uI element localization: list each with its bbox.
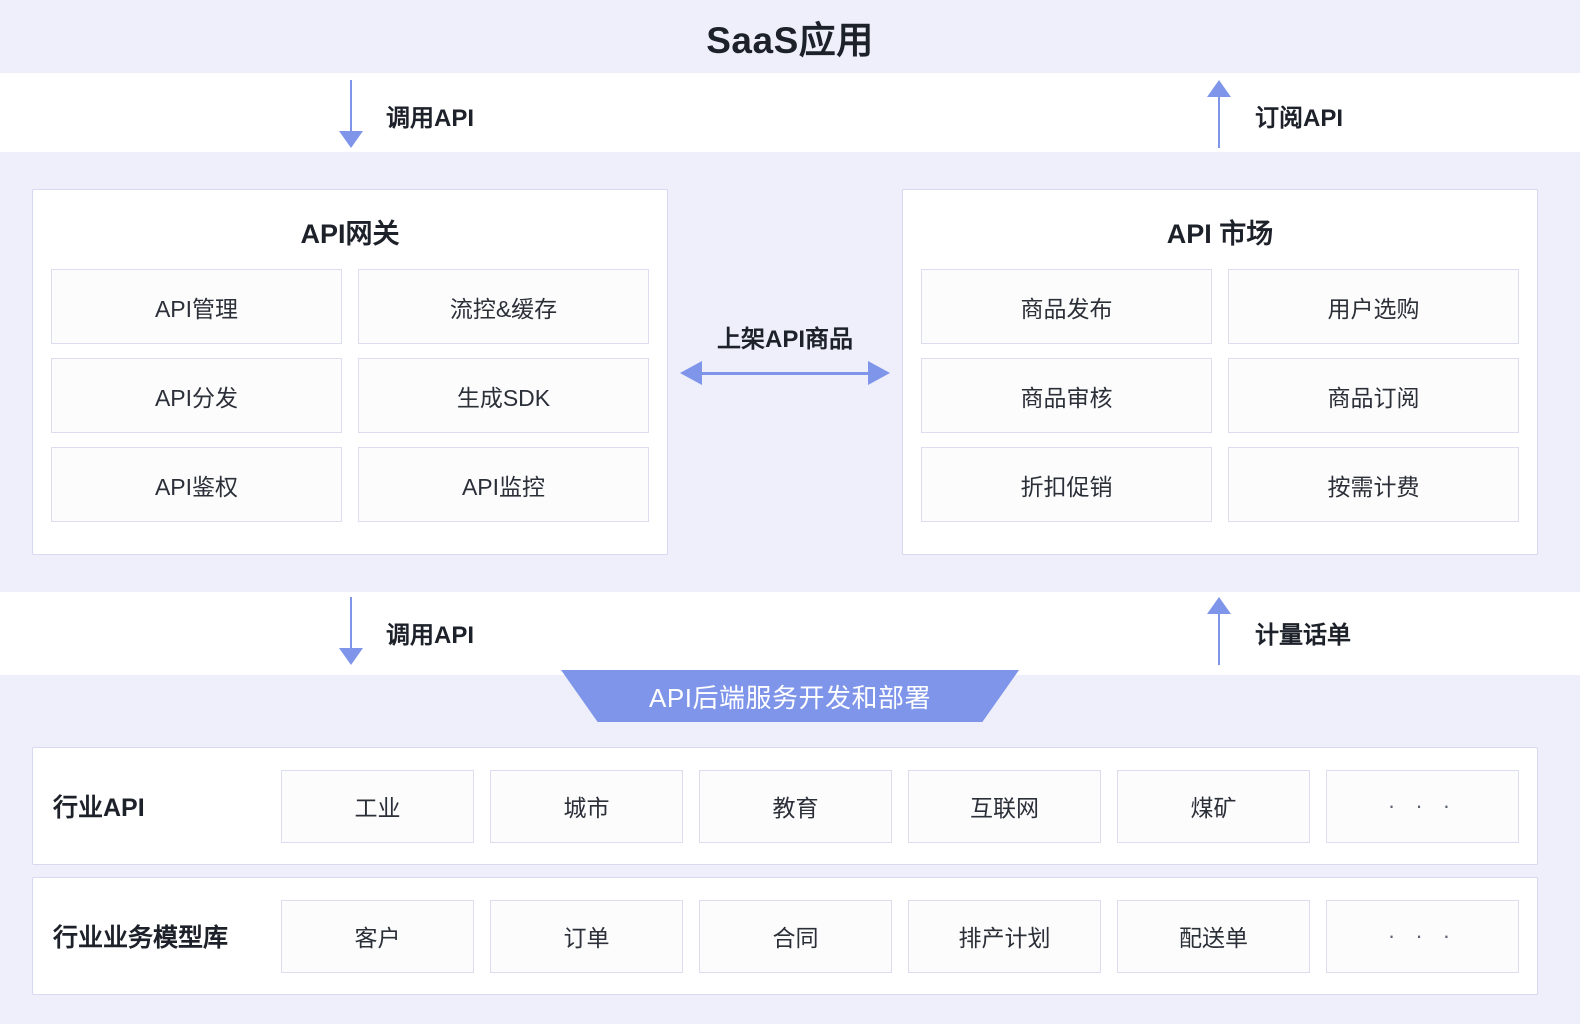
business-model-cells: 客户 订单 合同 排产计划 配送单 · · · bbox=[281, 899, 1537, 973]
market-cell[interactable]: 用户选购 bbox=[1228, 269, 1519, 344]
business-model-more-cell[interactable]: · · · bbox=[1326, 899, 1519, 973]
industry-api-row: 行业API 工业 城市 教育 互联网 煤矿 · · · bbox=[32, 747, 1538, 865]
publish-api-goods-label: 上架API商品 bbox=[716, 326, 853, 353]
business-model-cell[interactable]: 订单 bbox=[490, 899, 683, 973]
arrow-shaft bbox=[1218, 613, 1220, 665]
subscribe-api-label: 订阅API bbox=[1255, 105, 1344, 132]
gateway-cell[interactable]: API分发 bbox=[51, 358, 342, 433]
industry-api-cell[interactable]: 工业 bbox=[281, 769, 474, 843]
call-api-top-label: 调用API bbox=[386, 105, 475, 132]
arrow-shaft bbox=[696, 372, 874, 375]
market-cell[interactable]: 商品发布 bbox=[921, 269, 1212, 344]
gateway-cell[interactable]: API管理 bbox=[51, 269, 342, 344]
industry-api-cell[interactable]: 互联网 bbox=[908, 769, 1101, 843]
arrow-head bbox=[1207, 80, 1231, 97]
industry-api-more-cell[interactable]: · · · bbox=[1326, 769, 1519, 843]
arrow-head bbox=[1207, 597, 1231, 614]
business-model-cell[interactable]: 配送单 bbox=[1117, 899, 1310, 973]
billing-record-up-arrow-icon bbox=[1207, 597, 1231, 665]
arrow-head-left bbox=[680, 361, 702, 385]
industry-api-row-label: 行业API bbox=[53, 794, 145, 822]
business-model-row-label: 行业业务模型库 bbox=[53, 924, 229, 952]
gateway-cell[interactable]: API监控 bbox=[358, 447, 649, 522]
arrow-shaft bbox=[350, 80, 352, 132]
gateway-cell[interactable]: 生成SDK bbox=[358, 358, 649, 433]
market-cell[interactable]: 商品订阅 bbox=[1228, 358, 1519, 433]
gateway-cell[interactable]: API鉴权 bbox=[51, 447, 342, 522]
industry-api-cells: 工业 城市 教育 互联网 煤矿 · · · bbox=[281, 769, 1537, 843]
arrow-head bbox=[339, 131, 363, 148]
publish-api-goods-bidirectional-arrow-icon bbox=[680, 361, 890, 385]
billing-record-label: 计量话单 bbox=[1255, 622, 1351, 649]
arrow-head-right bbox=[868, 361, 890, 385]
api-gateway-card: API网关 API管理 流控&缓存 API分发 生成SDK API鉴权 API监… bbox=[32, 189, 668, 555]
market-cell[interactable]: 按需计费 bbox=[1228, 447, 1519, 522]
business-model-cell[interactable]: 客户 bbox=[281, 899, 474, 973]
arrow-shaft bbox=[1218, 96, 1220, 148]
industry-api-cell[interactable]: 城市 bbox=[490, 769, 683, 843]
api-gateway-cell-grid: API管理 流控&缓存 API分发 生成SDK API鉴权 API监控 bbox=[51, 269, 649, 522]
market-cell[interactable]: 折扣促销 bbox=[921, 447, 1212, 522]
arrow-head bbox=[339, 648, 363, 665]
call-api-down-arrow-icon bbox=[339, 597, 363, 665]
gateway-cell[interactable]: 流控&缓存 bbox=[358, 269, 649, 344]
backend-service-banner: API后端服务开发和部署 bbox=[561, 670, 1019, 722]
arrow-shaft bbox=[350, 597, 352, 649]
page-title: SaaS应用 bbox=[706, 19, 874, 61]
industry-api-cell[interactable]: 教育 bbox=[699, 769, 892, 843]
api-market-card: API 市场 商品发布 用户选购 商品审核 商品订阅 折扣促销 按需计费 bbox=[902, 189, 1538, 555]
call-api-down-arrow-icon bbox=[339, 80, 363, 148]
subscribe-api-up-arrow-icon bbox=[1207, 80, 1231, 148]
call-api-bottom-label: 调用API bbox=[386, 622, 475, 649]
api-gateway-title: API网关 bbox=[300, 219, 400, 249]
saas-application-band bbox=[0, 0, 1580, 73]
api-market-cell-grid: 商品发布 用户选购 商品审核 商品订阅 折扣促销 按需计费 bbox=[921, 269, 1519, 522]
market-cell[interactable]: 商品审核 bbox=[921, 358, 1212, 433]
industry-api-cell[interactable]: 煤矿 bbox=[1117, 769, 1310, 843]
api-market-title: API 市场 bbox=[1166, 219, 1274, 249]
business-model-cell[interactable]: 排产计划 bbox=[908, 899, 1101, 973]
business-model-cell[interactable]: 合同 bbox=[699, 899, 892, 973]
business-model-row: 行业业务模型库 客户 订单 合同 排产计划 配送单 · · · bbox=[32, 877, 1538, 995]
